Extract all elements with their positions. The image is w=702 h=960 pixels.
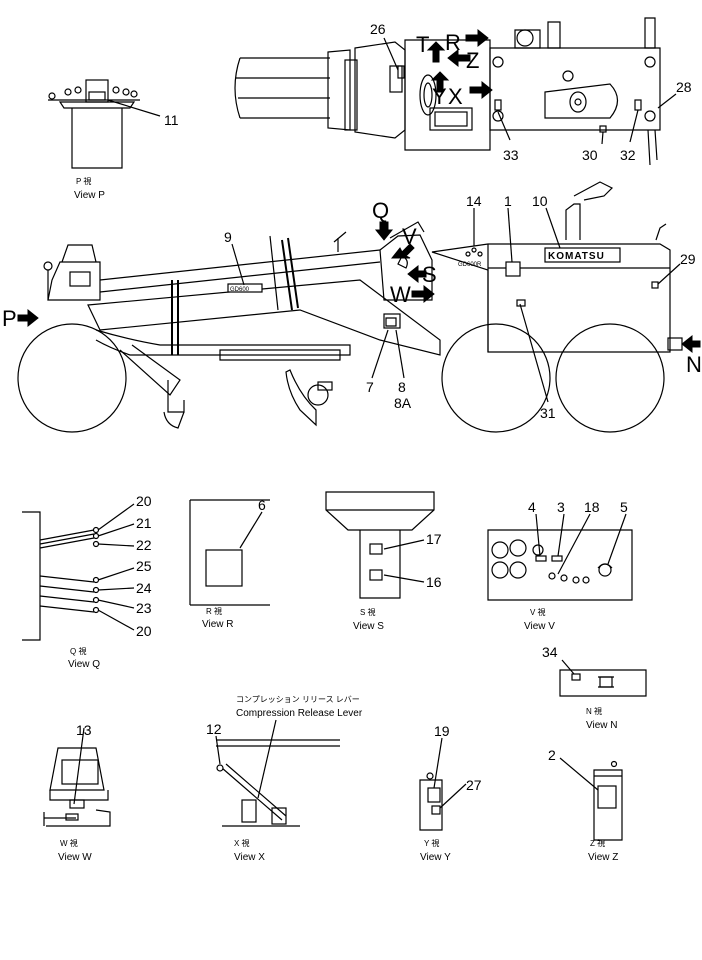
view-n-jp: N 視	[586, 707, 602, 716]
callout-34: 34	[542, 644, 558, 660]
callout-17: 17	[426, 531, 442, 547]
callout-21: 21	[136, 515, 152, 531]
arrow-letter-r: R	[445, 30, 461, 55]
callout-12: 12	[206, 721, 222, 737]
arrow-letter-x: X	[448, 84, 463, 109]
callout-11: 11	[164, 112, 179, 128]
view-s: 17 16 S 視 View S	[325, 491, 442, 632]
callout-16: 16	[426, 574, 442, 590]
view-r: 6 R 視 View R	[189, 497, 270, 630]
main-side-view: KOMATSU GD600 GD600R P N Q V S W	[2, 181, 702, 433]
arrow-letter-v: V	[402, 224, 417, 249]
arrow-letter-t: T	[416, 32, 429, 57]
callout-19: 19	[434, 723, 450, 739]
callout-29: 29	[680, 251, 696, 267]
callout-30: 30	[582, 147, 598, 163]
arrow-letter-s: S	[422, 262, 437, 287]
view-v: 4 3 18 5 V 視 View V	[487, 499, 633, 632]
callout-3: 3	[557, 499, 565, 515]
view-x-jp: X 視	[234, 839, 250, 848]
plate-14-text: GD600R	[458, 262, 482, 268]
view-p-caption: View P	[74, 190, 105, 201]
callout-28: 28	[676, 79, 692, 95]
arrow-letter-w: W	[390, 282, 411, 307]
callout-24: 24	[136, 580, 152, 596]
callout-33: 33	[503, 147, 519, 163]
brand-plate: KOMATSU	[548, 251, 605, 262]
callout-14: 14	[466, 193, 482, 209]
callout-10: 10	[532, 193, 548, 209]
arrow-letter-n: N	[686, 352, 702, 377]
view-x: コンプレッション リリース レバー Compression Release Le…	[206, 695, 363, 863]
callout-25: 25	[136, 558, 152, 574]
view-s-caption: View S	[353, 621, 384, 632]
callout-20-top: 20	[136, 493, 152, 509]
callout-26: 26	[370, 21, 386, 37]
callout-5: 5	[620, 499, 628, 515]
lever-jp: コンプレッション リリース レバー	[236, 695, 360, 704]
callout-13: 13	[76, 722, 92, 738]
callout-22: 22	[136, 537, 152, 553]
view-s-jp: S 視	[360, 608, 376, 617]
lever-caption: Compression Release Lever	[236, 708, 363, 719]
arrow-letter-p: P	[2, 306, 17, 331]
callout-8a: 8A	[394, 395, 412, 411]
view-z-jp: Z 視	[590, 839, 605, 848]
view-q-caption: View Q	[68, 659, 100, 670]
callout-7: 7	[366, 379, 374, 395]
callout-9: 9	[224, 229, 232, 245]
top-view: T R Z Y X 26 28 33 30 32	[234, 17, 692, 166]
view-n-caption: View N	[586, 720, 618, 731]
callout-8: 8	[398, 379, 406, 395]
view-q: 20 21 22 25 24 23 20 Q 視 View Q	[22, 493, 152, 670]
arrow-letter-y: Y	[432, 84, 447, 109]
view-z-caption: View Z	[588, 852, 618, 863]
view-w-jp: W 視	[60, 839, 78, 848]
view-z: 2 Z 視 View Z	[548, 747, 623, 863]
view-x-caption: View X	[234, 852, 265, 863]
view-r-jp: R 視	[206, 607, 222, 616]
callout-4: 4	[528, 499, 536, 515]
view-y-jp: Y 視	[424, 839, 439, 848]
callout-23: 23	[136, 600, 152, 616]
callout-27: 27	[466, 777, 482, 793]
callout-20-bottom: 20	[136, 623, 152, 639]
view-w-caption: View W	[58, 852, 92, 863]
callout-1: 1	[504, 193, 512, 209]
view-y-caption: View Y	[420, 852, 451, 863]
callout-6: 6	[258, 497, 266, 513]
callout-31: 31	[540, 405, 556, 421]
callout-18: 18	[584, 499, 600, 515]
arrow-letter-z: Z	[466, 48, 479, 73]
view-n: 34 N 視 View N	[542, 644, 647, 731]
view-p: 11 P 視 View P	[48, 79, 179, 201]
view-v-jp: V 視	[530, 608, 546, 617]
callout-2: 2	[548, 747, 556, 763]
view-w: 13 W 視 View W	[43, 722, 111, 863]
arrow-letter-q: Q	[372, 198, 389, 223]
view-q-jp: Q 視	[70, 647, 86, 656]
plate-9-text: GD600	[230, 287, 250, 293]
callout-32: 32	[620, 147, 636, 163]
view-r-caption: View R	[202, 619, 234, 630]
view-v-caption: View V	[524, 621, 555, 632]
view-y: 19 27 Y 視 View Y	[419, 723, 482, 863]
view-p-jp: P 視	[76, 177, 91, 186]
